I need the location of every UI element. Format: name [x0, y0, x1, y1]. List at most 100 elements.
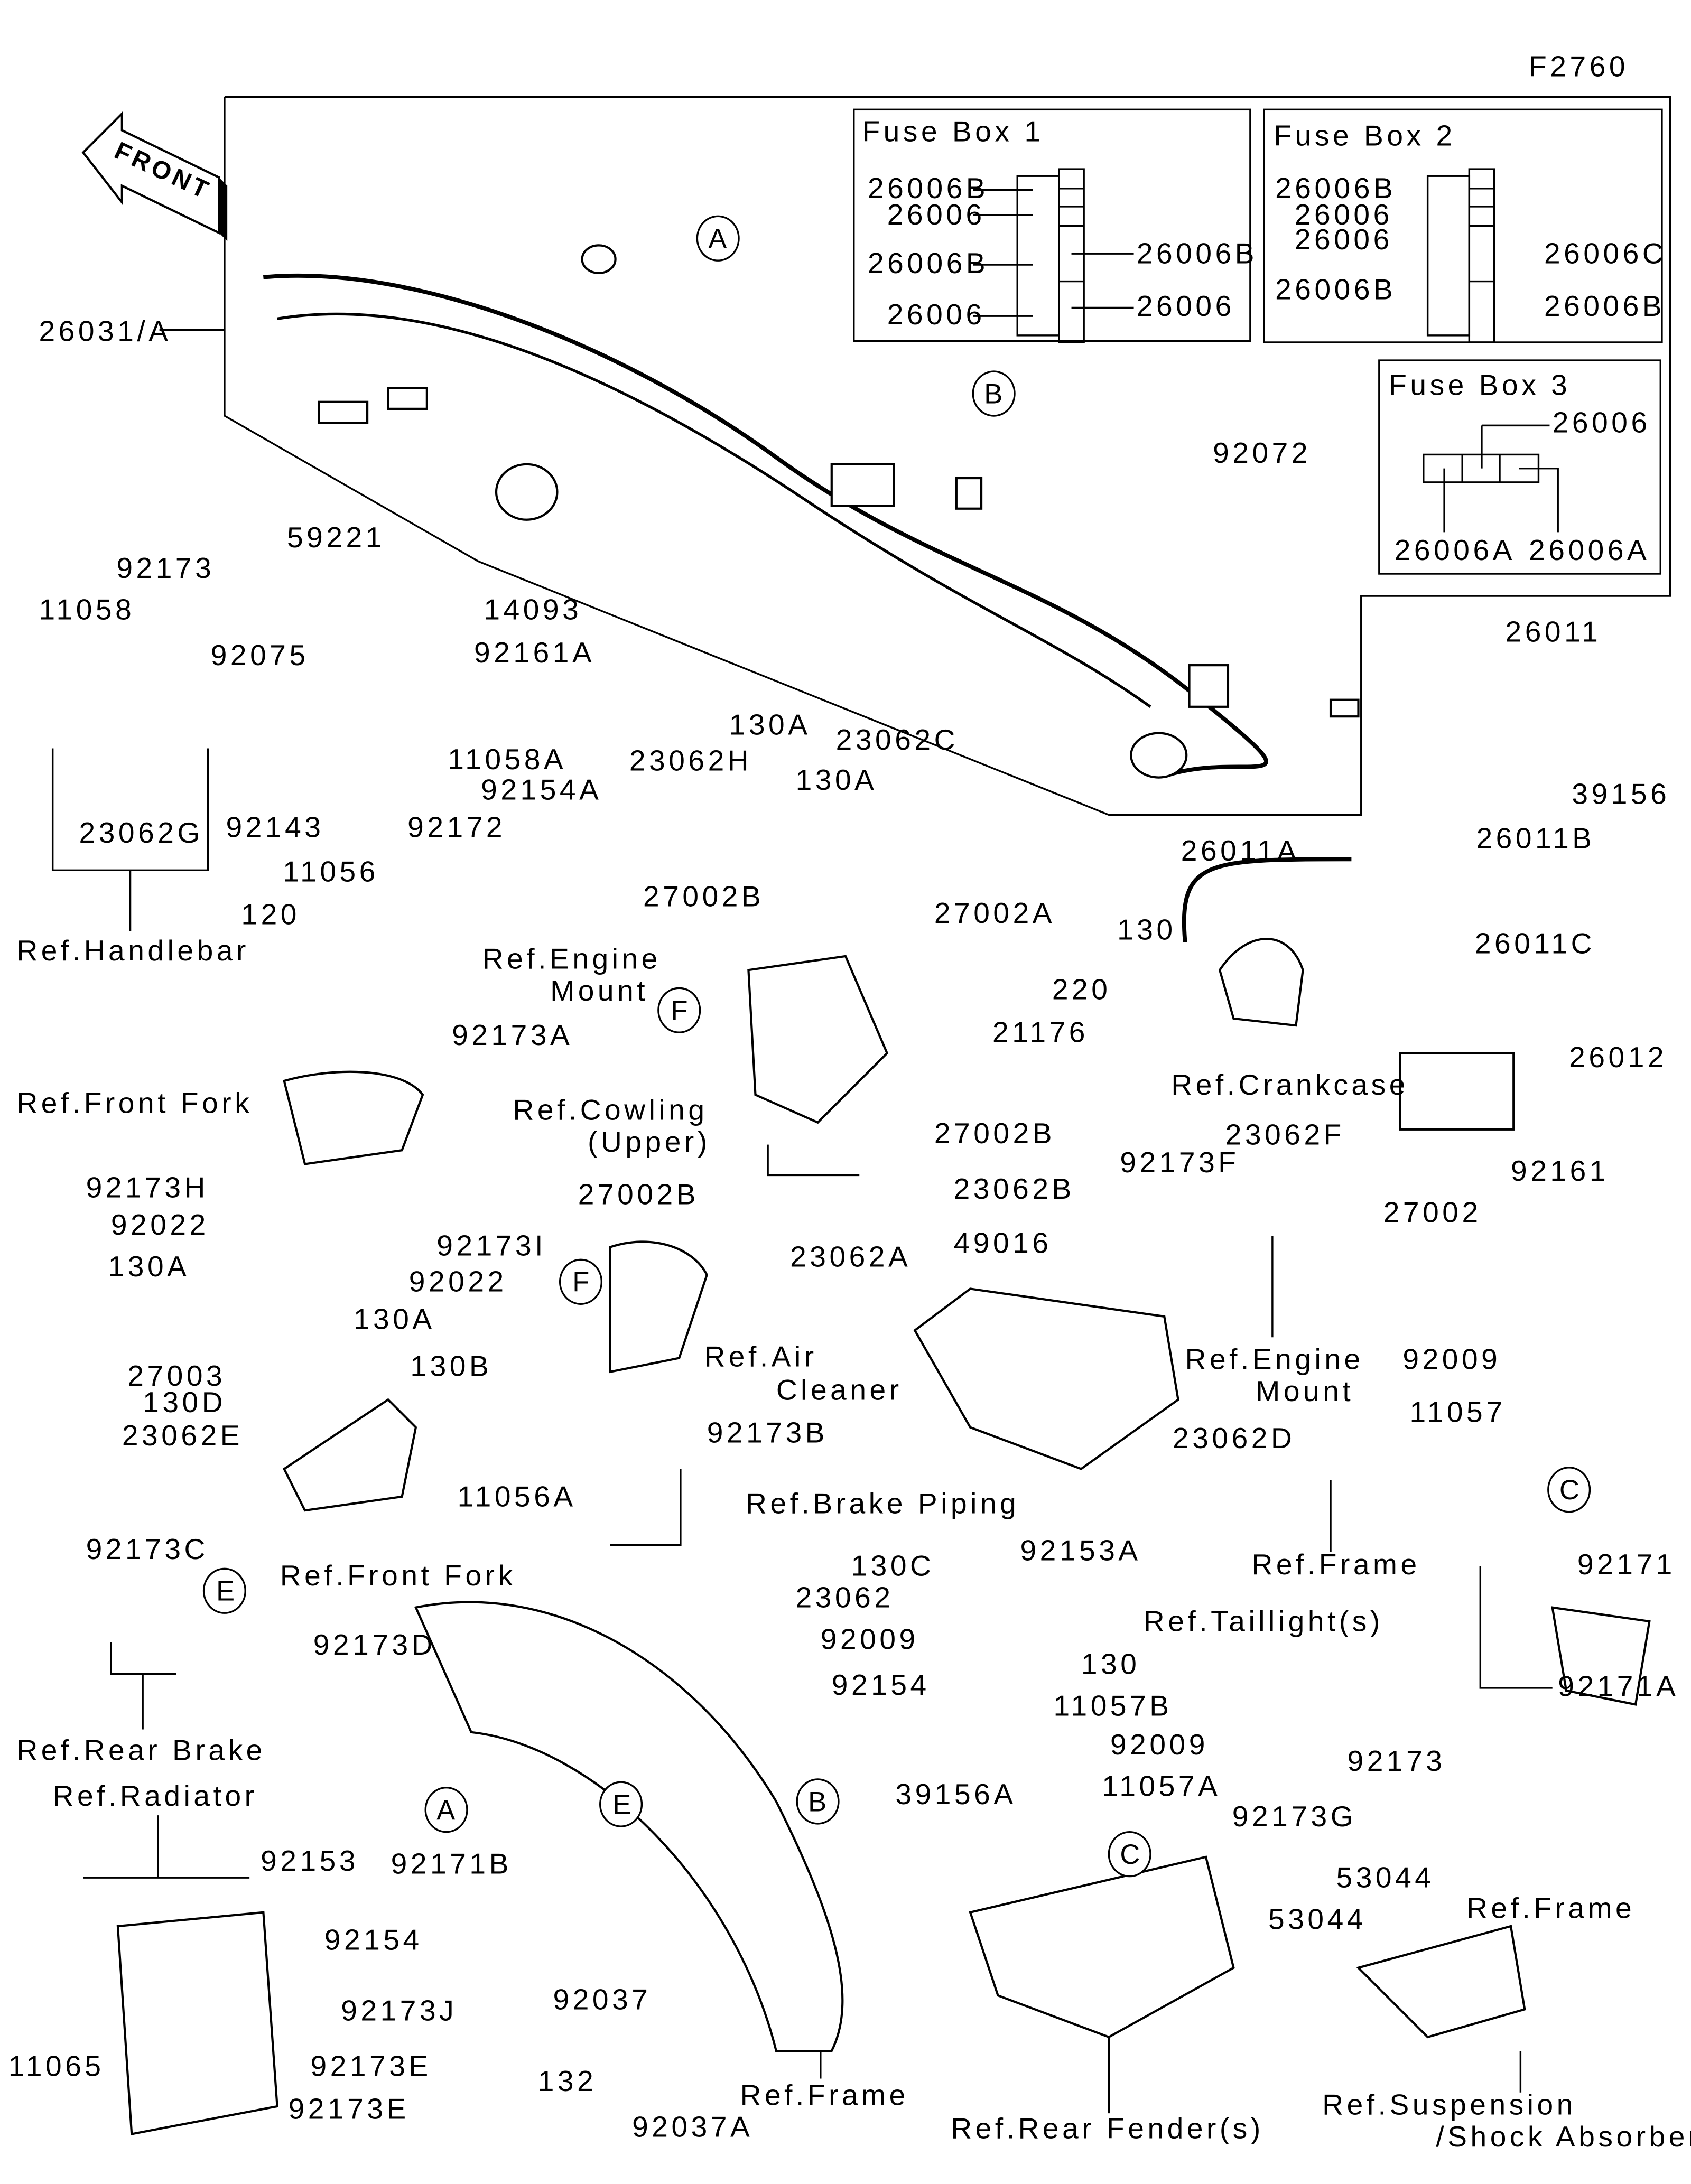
part-label: 120 [241, 898, 300, 931]
part-label: 27002 [1383, 1196, 1482, 1229]
part-label: 23062H [629, 744, 752, 777]
part-label: 11057 [1410, 1395, 1506, 1428]
part-label: 23062G [79, 816, 203, 849]
callout-a: A [696, 215, 740, 262]
part-label: 23062E [122, 1419, 243, 1452]
part-label: 39156 [1572, 777, 1670, 810]
part-label: 23062C [836, 723, 959, 756]
part-label: 92173E [311, 2049, 432, 2082]
part-label: 11056A [458, 1480, 577, 1513]
part-label: 92173B [707, 1416, 828, 1449]
part-label: 92009 [1402, 1343, 1501, 1376]
part-label: 130A [354, 1303, 435, 1336]
part-label: 92173 [116, 552, 215, 584]
callout-e: E [599, 1781, 643, 1827]
part-label: 14093 [484, 593, 582, 626]
part-label: 92154 [832, 1668, 930, 1701]
fuse-box-1-panel: Fuse Box 1 26006B 26006 26006B 26006 260… [853, 108, 1258, 343]
ref-label: Ref.Rear Fender(s) [951, 2112, 1263, 2144]
ref-label: Ref.Engine [1185, 1343, 1364, 1376]
part-label: 27002B [643, 880, 764, 913]
callout-a: A [424, 1787, 468, 1833]
part-label: 23062B [954, 1172, 1075, 1205]
fuse-label: 26006B [868, 172, 989, 204]
fuse-box-3-panel: Fuse Box 3 26006 26006A 26006A [1378, 359, 1661, 575]
part-label: 92173A [452, 1019, 573, 1051]
part-label: 23062A [790, 1240, 911, 1273]
svg-text:F: F [572, 1267, 589, 1298]
part-label: 92173F [1120, 1146, 1239, 1179]
fuse-box-1-title: Fuse Box 1 [862, 115, 1044, 148]
ref-label: (Upper) [588, 1125, 711, 1158]
part-label: 27002B [934, 1117, 1055, 1150]
part-label: 92173 [1348, 1744, 1446, 1777]
part-label: 92072 [1213, 436, 1311, 469]
svg-text:C: C [1559, 1475, 1579, 1506]
svg-text:E: E [216, 1576, 235, 1607]
part-label: 27003 [127, 1359, 226, 1392]
part-label: 92153 [261, 1844, 359, 1877]
part-label: 53044 [1336, 1861, 1435, 1894]
ref-label: Ref.Radiator [53, 1779, 258, 1812]
part-label: 92173I [436, 1229, 546, 1262]
part-label: 92171 [1577, 1548, 1676, 1581]
fuse-box-3-title: Fuse Box 3 [1389, 369, 1571, 402]
ref-label: Ref.Frame [740, 2078, 909, 2111]
part-label: 11056 [283, 855, 379, 888]
part-label: 23062 [796, 1581, 894, 1614]
fuse-label: 26006A [1529, 534, 1650, 566]
part-label: 92037A [632, 2111, 753, 2143]
ref-label: Ref.Handlebar [16, 934, 249, 967]
part-label: 92161 [1511, 1154, 1609, 1187]
ref-label: Ref.Frame [1252, 1548, 1420, 1581]
ref-label: Ref.Front Fork [280, 1559, 516, 1592]
part-label: 92173E [289, 2093, 410, 2125]
svg-text:B: B [984, 379, 1002, 409]
part-label: 92075 [211, 639, 309, 671]
part-label: 130 [1117, 913, 1176, 946]
reference-callouts: A B F F E C A E B C [202, 215, 1591, 1878]
fuse-label: 26006B [1275, 273, 1396, 306]
part-label: 220 [1052, 973, 1111, 1005]
fuse-label: 26006B [1544, 290, 1665, 322]
ref-label: Ref.Engine [482, 942, 661, 975]
part-label: 130C [851, 1549, 934, 1582]
figure-code: F2760 [1529, 50, 1629, 82]
part-label: 92173D [313, 1628, 436, 1661]
part-label: 92173H [86, 1171, 209, 1203]
part-label: 92171A [1558, 1670, 1679, 1703]
part-label: 59221 [287, 521, 385, 554]
part-label: 92173C [86, 1533, 209, 1565]
part-label: 130B [410, 1350, 492, 1383]
ref-label: Ref.Air [704, 1340, 817, 1373]
part-label: 11058A [448, 743, 566, 776]
fuse-label: 26006B [1275, 172, 1396, 204]
part-label: 53044 [1268, 1902, 1367, 1935]
part-label: 92009 [821, 1622, 919, 1655]
fuse-label: 26006 [1295, 198, 1393, 231]
fuse-label: 26006 [887, 198, 986, 231]
part-label: 92154A [481, 773, 602, 806]
fuse-label: 26006 [1553, 406, 1651, 438]
part-label: 130 [1081, 1648, 1140, 1681]
leader-lines [51, 748, 1553, 2114]
part-label: 23062F [1225, 1118, 1345, 1151]
part-label: 92171B [391, 1847, 512, 1880]
fuse-label: 26006A [1395, 534, 1516, 566]
part-label: 26011 [1506, 615, 1602, 648]
part-label: 130A [729, 708, 811, 741]
part-label: 132 [538, 2065, 597, 2097]
part-label: 92153A [1020, 1534, 1141, 1567]
ref-label: Cleaner [776, 1373, 903, 1406]
part-label: 26011B [1476, 822, 1595, 854]
svg-text:C: C [1120, 1840, 1140, 1870]
fuse-label: 26006B [1137, 237, 1258, 269]
fuse-label: 26006C [1544, 237, 1667, 269]
callout-b: B [796, 1778, 840, 1825]
svg-text:A: A [708, 224, 727, 255]
svg-text:B: B [808, 1787, 826, 1817]
part-label: 26011C [1475, 927, 1595, 960]
part-label: 11057B [1053, 1689, 1172, 1722]
ref-label: Ref.Front Fork [16, 1086, 253, 1119]
